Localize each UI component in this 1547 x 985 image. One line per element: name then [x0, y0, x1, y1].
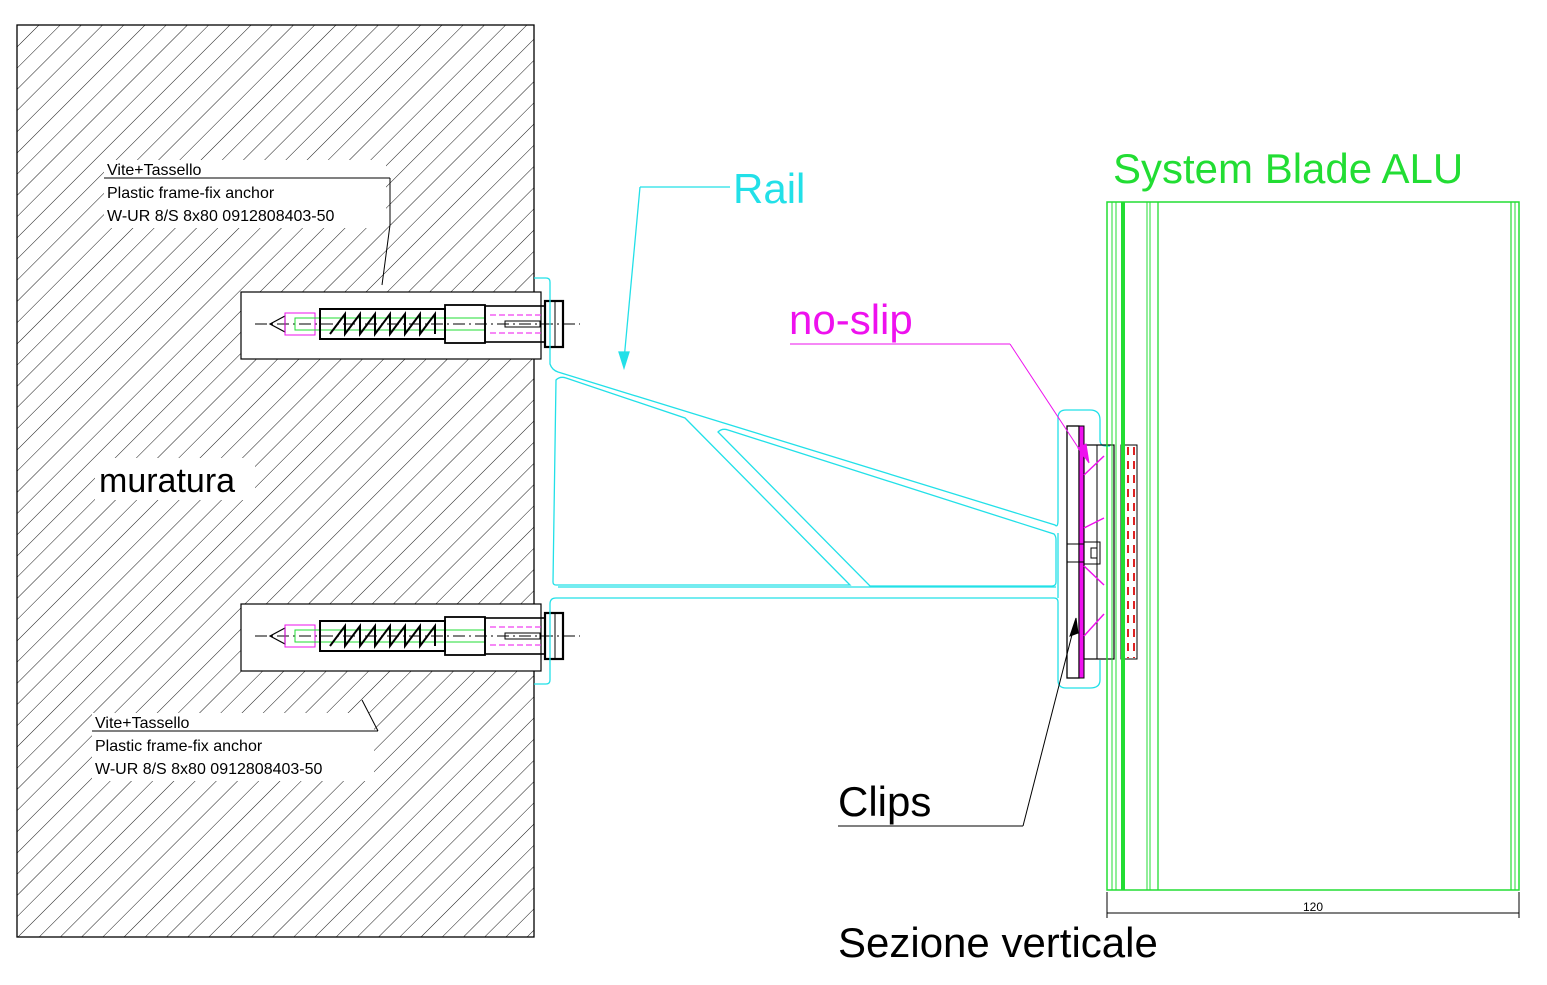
anchor-top-leader [104, 177, 391, 286]
anchor-bottom-line2: Plastic frame-fix anchor [95, 738, 263, 755]
no-slip-leader [790, 343, 1090, 464]
anchor-bottom-label-bg [92, 713, 374, 781]
rail-label: Rail [733, 165, 805, 212]
clips-label: Clips [838, 778, 931, 825]
anchor-top-line2: Plastic frame-fix anchor [107, 185, 275, 202]
anchor-top-line3: W-UR 8/S 8x80 0912808403-50 [107, 208, 335, 225]
rail-cavity-2 [717, 428, 1057, 587]
dimension-line [1106, 892, 1520, 918]
anchor-bottom-leader [92, 699, 379, 732]
system-label: System Blade ALU [1113, 145, 1463, 192]
wall-label: muratura [99, 462, 235, 500]
rail-outer-bottom [534, 597, 1101, 689]
dimension-value: 120 [1303, 900, 1323, 914]
anchor-bottom-line3: W-UR 8/S 8x80 0912808403-50 [95, 761, 323, 778]
clip-assembly [1066, 425, 1138, 679]
blade-panel [1106, 201, 1520, 891]
rail-bracket [534, 277, 1110, 689]
anchor-bottom [255, 611, 580, 661]
clips-leader [838, 617, 1079, 827]
wall [16, 24, 542, 938]
wall-label-bg [95, 458, 255, 500]
anchor-top-line1: Vite+Tassello [107, 162, 202, 179]
anchor-top [255, 299, 580, 349]
anchor-top-label-bg [104, 160, 386, 228]
rail-leader [618, 186, 730, 371]
rail-outer-top [534, 277, 1110, 527]
anchor-bottom-line1: Vite+Tassello [95, 715, 190, 732]
section-title: Sezione verticale [838, 919, 1158, 966]
no-slip-label: no-slip [789, 296, 913, 343]
rail-cavity-1 [552, 376, 852, 586]
